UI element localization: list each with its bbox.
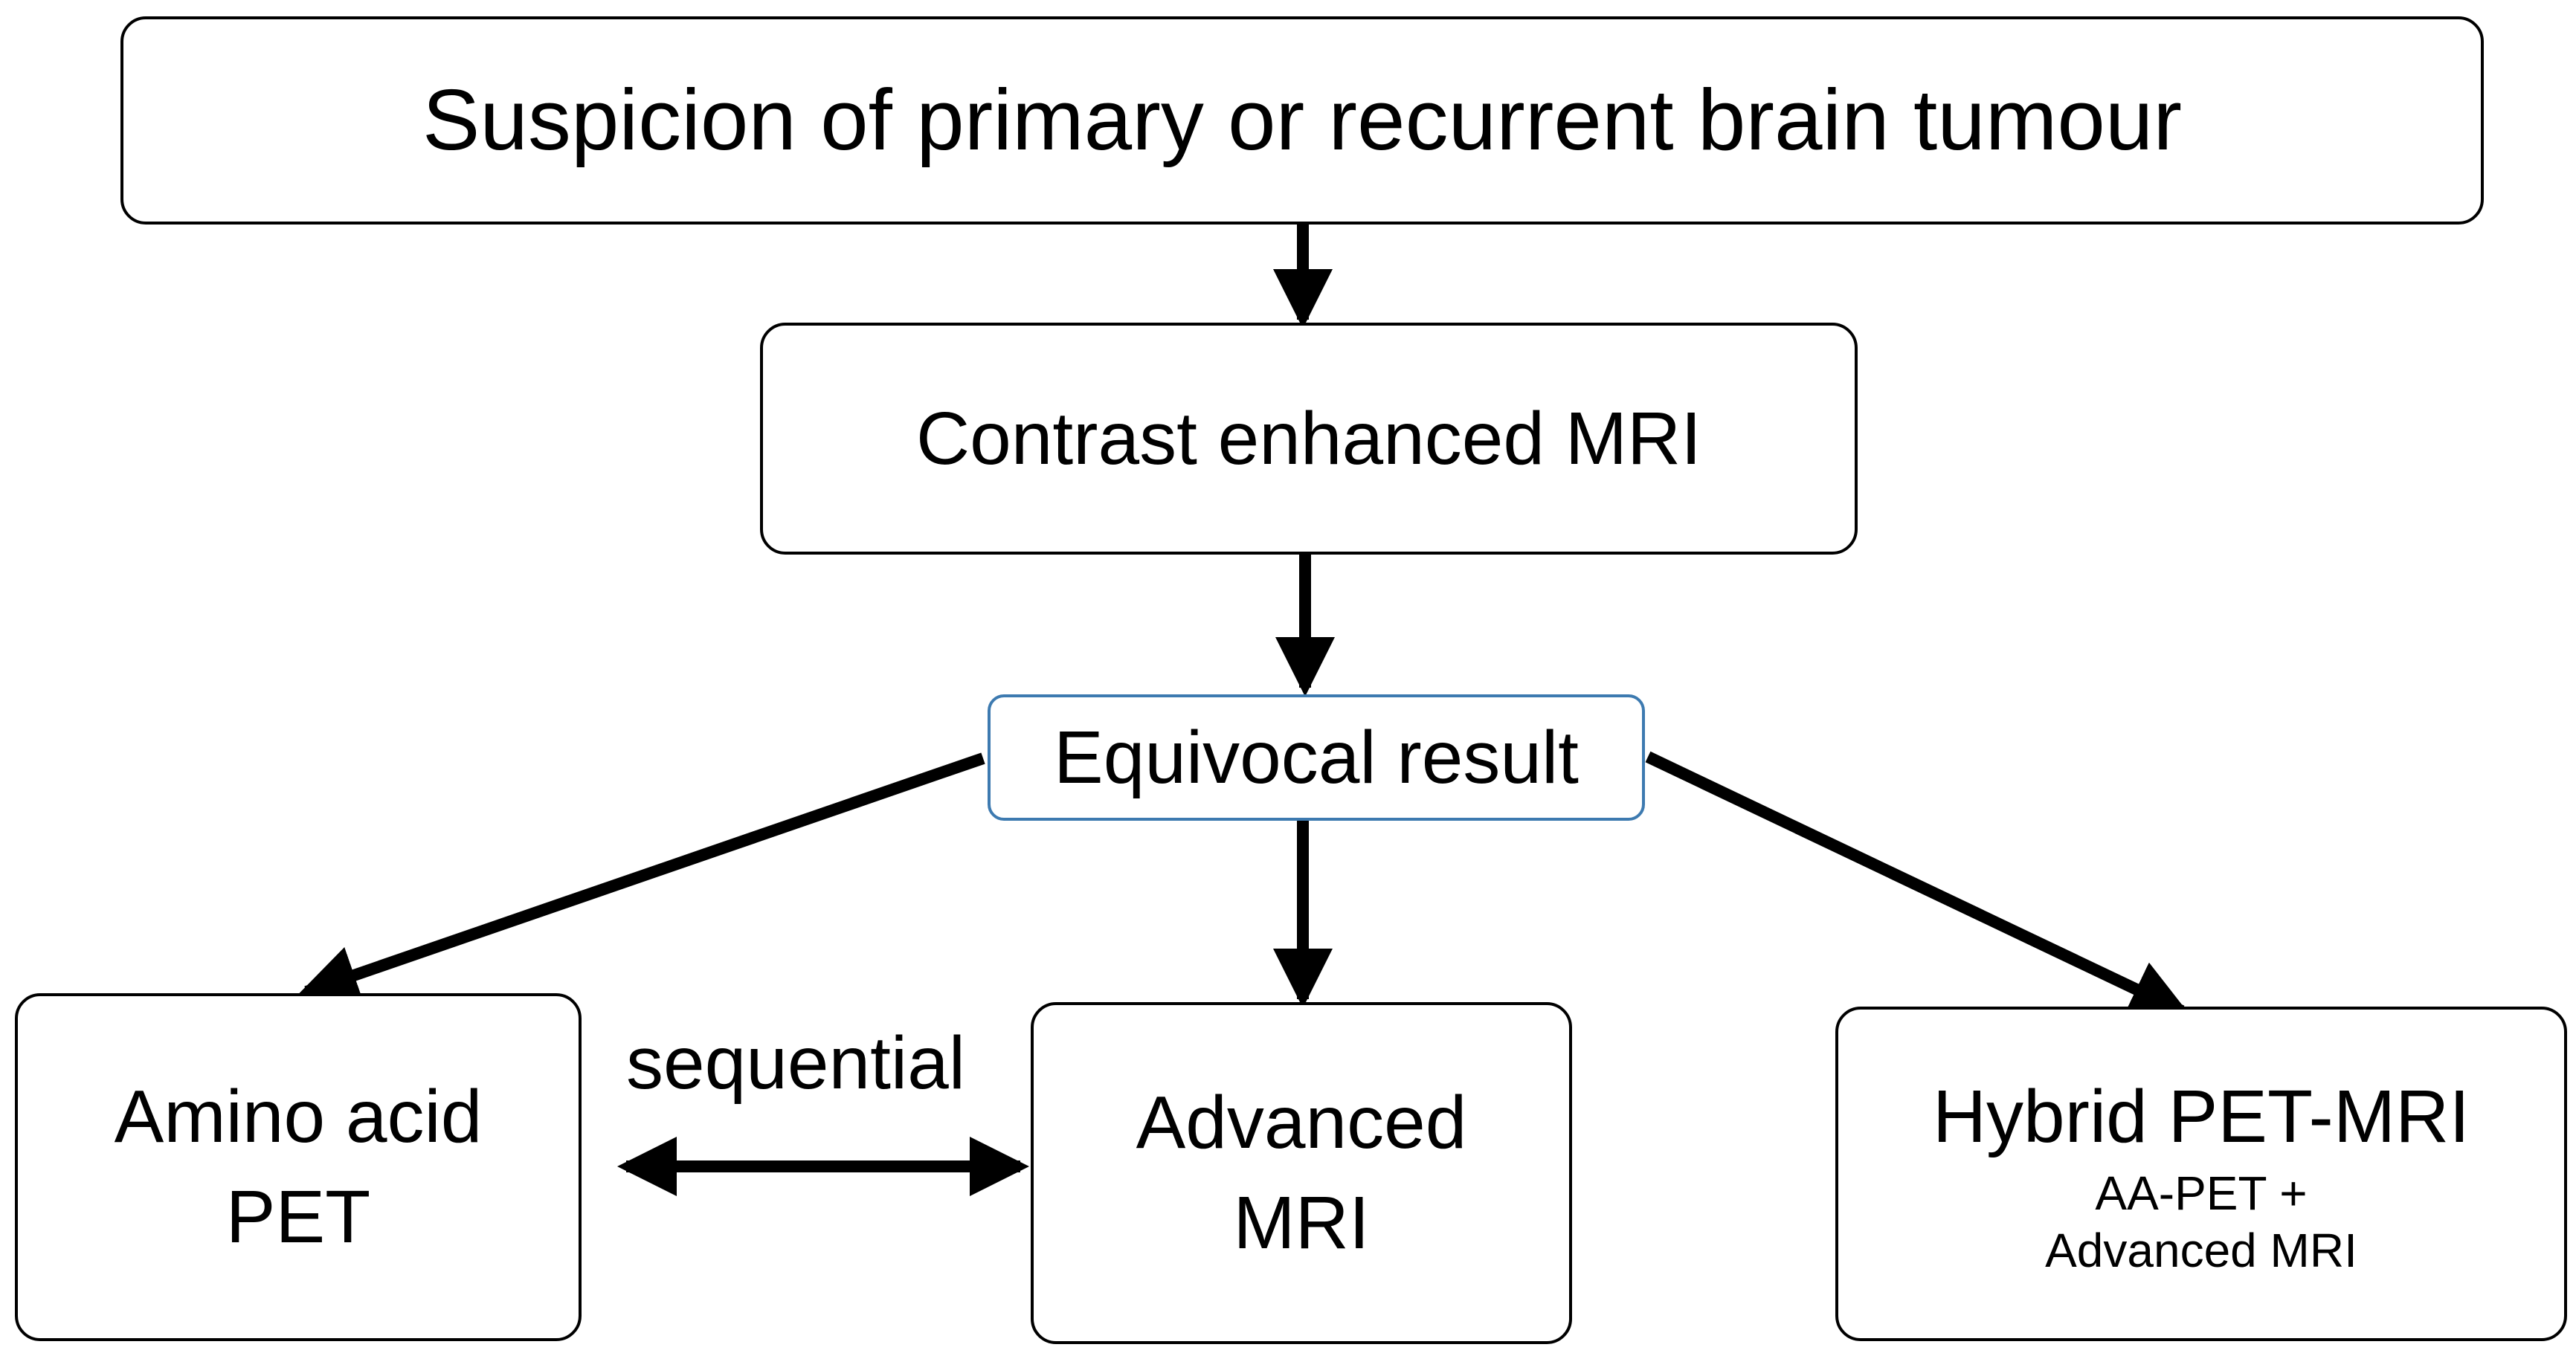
suspicion-label: Suspicion of primary or recurrent brain … — [422, 71, 2183, 169]
contrast-mri-box: Contrast enhanced MRI — [760, 323, 1858, 555]
equivocal-label: Equivocal result — [1054, 715, 1579, 799]
contrast-mri-label: Contrast enhanced MRI — [915, 396, 1702, 480]
amino-pet-line1: Amino acid — [114, 1075, 483, 1158]
arrow-equivocal-to-amino-pet — [297, 752, 985, 1004]
hybrid-title: Hybrid PET-MRI — [1932, 1075, 2470, 1159]
advanced-mri-box: Advanced MRI — [1031, 1002, 1572, 1344]
suspicion-box: Suspicion of primary or recurrent brain … — [120, 16, 2484, 225]
amino-pet-box: Amino acid PET — [15, 993, 582, 1341]
equivocal-box: Equivocal result — [988, 694, 1645, 821]
advanced-mri-text: Advanced MRI — [1136, 1073, 1467, 1273]
hybrid-text: Hybrid PET-MRI AA-PET + Advanced MRI — [1933, 1068, 2470, 1279]
amino-pet-line2: PET — [225, 1175, 371, 1259]
hybrid-box: Hybrid PET-MRI AA-PET + Advanced MRI — [1835, 1007, 2567, 1341]
amino-pet-text: Amino acid PET — [115, 1067, 483, 1268]
advanced-mri-line1: Advanced — [1136, 1081, 1467, 1164]
hybrid-sub1: AA-PET + — [2095, 1166, 2308, 1221]
sequential-label: sequential — [626, 1021, 965, 1105]
arrow-equivocal-to-hybrid — [1645, 751, 2190, 1017]
hybrid-sub2: Advanced MRI — [2045, 1224, 2357, 1277]
advanced-mri-line2: MRI — [1233, 1181, 1370, 1265]
